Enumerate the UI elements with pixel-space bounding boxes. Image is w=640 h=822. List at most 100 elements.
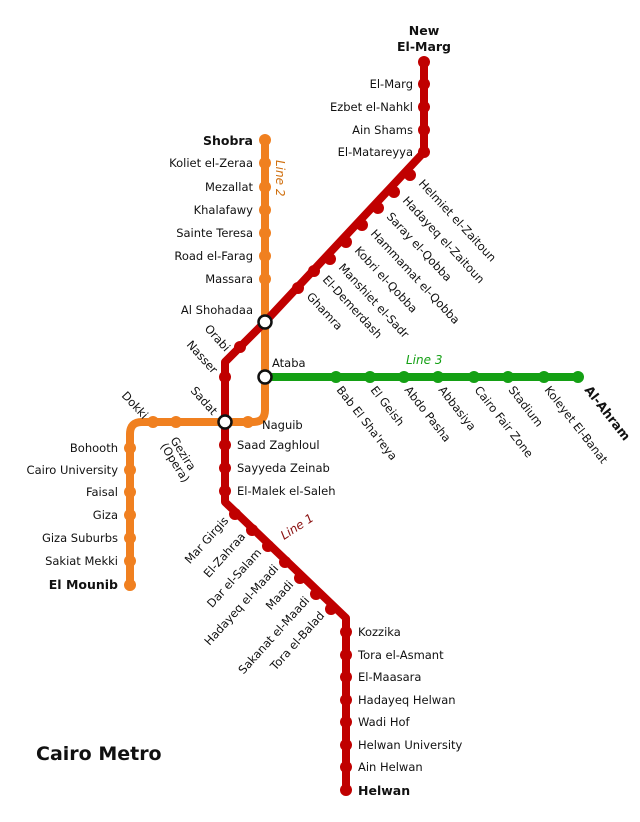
line-2-name: Line 2	[273, 160, 287, 196]
station-dot-wadi-hof[interactable]	[340, 716, 352, 728]
station-dot-el-maasara[interactable]	[340, 671, 352, 683]
station-dot-el-matareyya[interactable]	[418, 146, 430, 158]
station-dot-hadayeq-helwan[interactable]	[340, 694, 352, 706]
station-dot-ain-helwan[interactable]	[340, 761, 352, 773]
station-dot-ain-shams[interactable]	[418, 124, 430, 136]
station-label-giza-suburbs: Giza Suburbs	[42, 531, 118, 545]
station-dot-new-el-marg[interactable]	[418, 56, 430, 68]
station-dot-faisal[interactable]	[124, 486, 136, 498]
station-dot-el-demerdash[interactable]	[308, 265, 320, 277]
interchange-al-shohadaa[interactable]	[257, 314, 273, 330]
station-label-orabi: Orabi	[202, 322, 233, 355]
station-dot-abdo-pasha[interactable]	[398, 371, 410, 383]
line-1-name: Line 1	[278, 511, 316, 543]
station-label-hadayeq-helwan: Hadayeq Helwan	[358, 693, 456, 707]
station-label-bohooth: Bohooth	[70, 441, 118, 455]
station-dot-cairo-university[interactable]	[124, 464, 136, 476]
terminal-label-shobra: Shobra	[203, 133, 253, 148]
station-label-ain-shams: Ain Shams	[352, 123, 413, 137]
station-label-mezallat: Mezallat	[205, 180, 254, 194]
interchange-sadat[interactable]	[217, 414, 233, 430]
station-dot-al-ahram[interactable]	[572, 371, 584, 383]
station-label-el-matareyya: El-Matareyya	[338, 145, 413, 159]
station-dot-khalafawy[interactable]	[259, 204, 271, 216]
station-dot-tora-el-balad[interactable]	[325, 603, 337, 615]
station-dot-abbasiya[interactable]	[432, 371, 444, 383]
station-dot-cairo-fair-zone[interactable]	[468, 371, 480, 383]
station-label-sadat: Sadat	[188, 384, 221, 418]
station-dot-nasser[interactable]	[219, 371, 231, 383]
station-dot-dar-el-salam[interactable]	[262, 540, 274, 552]
station-dot-maadi[interactable]	[294, 572, 306, 584]
station-dot-dokki[interactable]	[147, 416, 159, 428]
station-dot-massara[interactable]	[259, 273, 271, 285]
station-dot-mezallat[interactable]	[259, 181, 271, 193]
station-label-faisal: Faisal	[86, 485, 118, 499]
station-dot-sakanat-el-maadi[interactable]	[310, 588, 322, 600]
line-2-track	[126, 136, 269, 589]
station-dot-saad-zaghloul[interactable]	[219, 439, 231, 451]
station-dot-hadayeq-el-zaitoun[interactable]	[388, 186, 400, 198]
station-dot-helwan-university[interactable]	[340, 739, 352, 751]
station-label-el-malek-el-saleh: El-Malek el-Saleh	[237, 484, 336, 498]
station-label-tora-el-asmant: Tora el-Asmant	[357, 648, 444, 662]
map-title: Cairo Metro	[36, 743, 162, 765]
station-label-ataba: Ataba	[272, 356, 306, 370]
station-dot-el-malek-el-saleh[interactable]	[219, 485, 231, 497]
station-label-sainte-teresa: Sainte Teresa	[176, 226, 253, 240]
station-dot-giza-suburbs[interactable]	[124, 532, 136, 544]
line-2	[124, 134, 271, 591]
station-dot-sayyeda-zeinab[interactable]	[219, 462, 231, 474]
station-label-massara: Massara	[205, 272, 253, 286]
station-dot-gezira[interactable]	[170, 416, 182, 428]
station-dot-tora-el-asmant[interactable]	[340, 649, 352, 661]
station-dot-helmiet-el-zaitoun[interactable]	[404, 169, 416, 181]
station-label-ain-helwan: Ain Helwan	[358, 760, 423, 774]
station-dot-naguib[interactable]	[242, 416, 254, 428]
station-label-el-maasara: El-Maasara	[358, 670, 421, 684]
station-dot-hammamat-el-qobba[interactable]	[356, 219, 368, 231]
station-dot-saray-el-qobba[interactable]	[372, 202, 384, 214]
labels-line-1-central: Orabi Nasser Sadat Ataba Saad Zaghloul S…	[184, 322, 336, 498]
station-dot-stadium[interactable]	[502, 371, 514, 383]
station-dot-ghamra[interactable]	[292, 282, 304, 294]
station-dot-helwan[interactable]	[340, 784, 352, 796]
station-label-al-shohadaa: Al Shohadaa	[181, 303, 253, 317]
labels-line-3: Line 3 Bab El Sha'reya El Geish Abdo Pas…	[334, 353, 634, 467]
station-dot-el-mounib[interactable]	[124, 579, 136, 591]
station-dot-sakiat-mekki[interactable]	[124, 555, 136, 567]
labels-line-1-south: Mar Girgis El-Zahraa Dar el-Salam Hadaye…	[182, 511, 463, 798]
terminal-label-new-el-marg-2: El-Marg	[397, 39, 451, 54]
station-dot-koleyet-el-banat[interactable]	[538, 371, 550, 383]
station-label-wadi-hof: Wadi Hof	[358, 715, 411, 729]
station-dot-manshiet-el-sadr[interactable]	[324, 253, 336, 265]
station-dot-giza[interactable]	[124, 509, 136, 521]
station-dot-el-geish[interactable]	[364, 371, 376, 383]
station-dot-hadayeq-el-maadi[interactable]	[279, 556, 291, 568]
station-dot-el-zahraa[interactable]	[246, 524, 258, 536]
station-label-sayyeda-zeinab: Sayyeda Zeinab	[237, 461, 330, 475]
interchange-ataba[interactable]	[257, 369, 273, 385]
labels-line-1-north: New El-Marg El-Marg Ezbet el-Nahkl Ain S…	[304, 23, 499, 341]
station-dot-el-marg[interactable]	[418, 78, 430, 90]
line-2-stations	[124, 134, 271, 591]
station-dot-kobri-el-qobba[interactable]	[340, 236, 352, 248]
station-label-ezbet-el-nahkl: Ezbet el-Nahkl	[330, 100, 413, 114]
station-dot-bab-el-sharia[interactable]	[330, 371, 342, 383]
station-dot-mar-girgis[interactable]	[229, 508, 241, 520]
terminal-label-helwan: Helwan	[358, 783, 410, 798]
station-dot-ezbet-el-nahkl[interactable]	[418, 101, 430, 113]
line-1	[219, 56, 430, 796]
station-dot-kozzika[interactable]	[340, 626, 352, 638]
line-1-stations	[219, 56, 430, 796]
station-dot-road-el-farag[interactable]	[259, 250, 271, 262]
line-3-name: Line 3	[406, 353, 442, 367]
station-dot-bohooth[interactable]	[124, 442, 136, 454]
station-dot-shobra[interactable]	[259, 134, 271, 146]
station-dot-orabi[interactable]	[234, 341, 246, 353]
station-dot-sainte-teresa[interactable]	[259, 227, 271, 239]
station-dot-koliet-el-zeraa[interactable]	[259, 157, 271, 169]
labels-line-2: Shobra Koliet el-Zeraa Mezallat Khalafaw…	[27, 133, 303, 592]
terminal-label-el-mounib: El Mounib	[49, 577, 118, 592]
